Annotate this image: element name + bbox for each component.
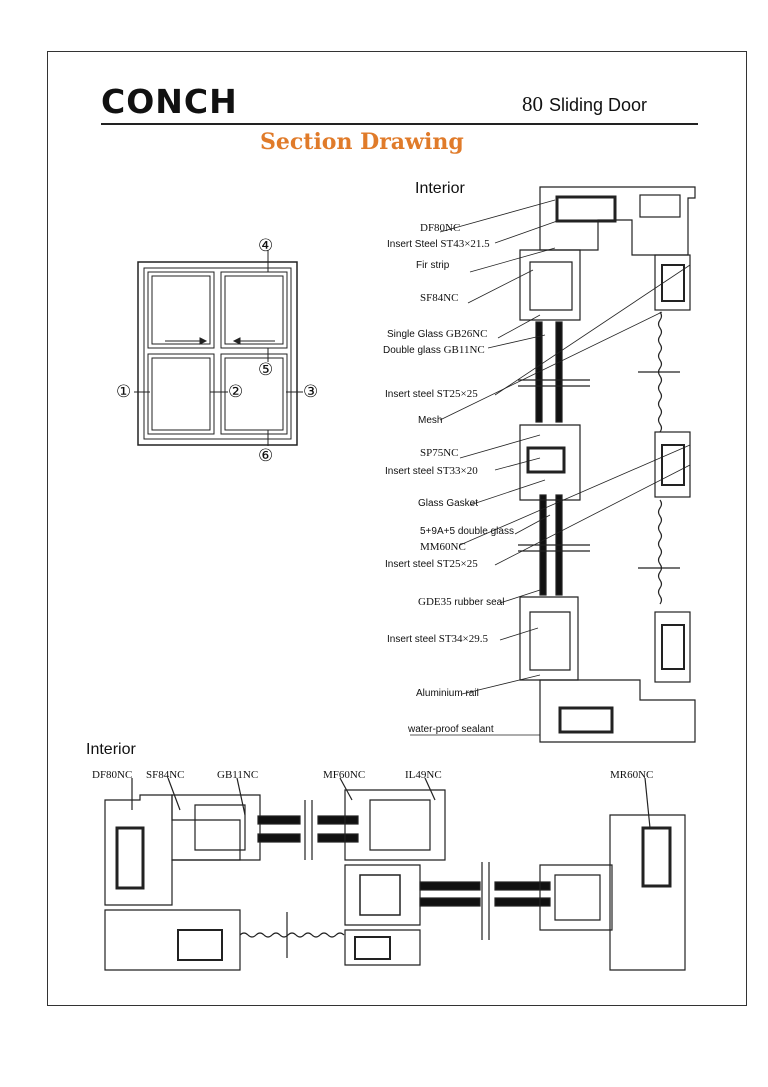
hlabel-df80nc: DF80NC <box>92 769 133 781</box>
label-insert-steel-3: Insert steel ST33×20 <box>385 465 478 477</box>
hlabel-mr60nc: MR60NC <box>610 769 654 781</box>
label-sp75nc: SP75NC <box>420 447 459 459</box>
label-sf84nc: SF84NC <box>420 292 459 304</box>
label-fir-strip: Fir strip <box>416 260 450 271</box>
section-title: Section Drawing <box>260 129 464 155</box>
marker-2: ② <box>228 382 244 401</box>
vertical-interior-heading: Interior <box>415 180 465 197</box>
product-number: 80 <box>522 92 543 116</box>
marker-1: ① <box>116 382 132 401</box>
marker-6: ⑥ <box>258 446 274 465</box>
conch-logo: CONCH <box>101 82 238 121</box>
label-waterproof-sealant: water-proof sealant <box>408 724 494 735</box>
label-insert-steel-4: Insert steel ST25×25 <box>385 558 478 570</box>
label-insert-steel-1: Insert Steel ST43×21.5 <box>387 238 490 250</box>
label-rubber-seal: GDE35 rubber seal <box>418 596 505 608</box>
hlabel-il49nc: IL49NC <box>405 769 442 781</box>
drawing-frame <box>47 51 747 1006</box>
hlabel-mf60nc: MF60NC <box>323 769 366 781</box>
marker-4: ④ <box>258 236 274 255</box>
product-name: Sliding Door <box>549 95 648 115</box>
horizontal-section-profile <box>104 777 686 971</box>
label-insert-steel-5: Insert steel ST34×29.5 <box>387 633 488 645</box>
header-rule <box>101 123 698 125</box>
vertical-section-profile <box>518 186 696 743</box>
product-title: 80 Sliding Door <box>522 92 647 117</box>
label-single-glass: Single Glass GB26NC <box>387 328 488 340</box>
hlabel-sf84nc: SF84NC <box>146 769 185 781</box>
leader-lines <box>410 199 691 736</box>
label-insert-steel-2: Insert steel ST25×25 <box>385 388 478 400</box>
label-double-glass: Double glass GB11NC <box>383 344 485 356</box>
label-mesh: Mesh <box>418 415 443 426</box>
horizontal-interior-heading: Interior <box>86 741 136 758</box>
label-aluminium-rail: Aluminium rail <box>416 688 479 699</box>
marker-5: ⑤ <box>258 360 274 379</box>
hlabel-gb11nc: GB11NC <box>217 769 259 781</box>
label-df80nc: DF80NC <box>420 222 461 234</box>
label-double-glass-spec: 5+9A+5 double glass <box>420 526 514 537</box>
window-elevation <box>134 250 303 446</box>
marker-3: ③ <box>303 382 319 401</box>
label-glass-gasket: Glass Gasket <box>418 498 479 509</box>
label-mm60nc: MM60NC <box>420 541 466 553</box>
